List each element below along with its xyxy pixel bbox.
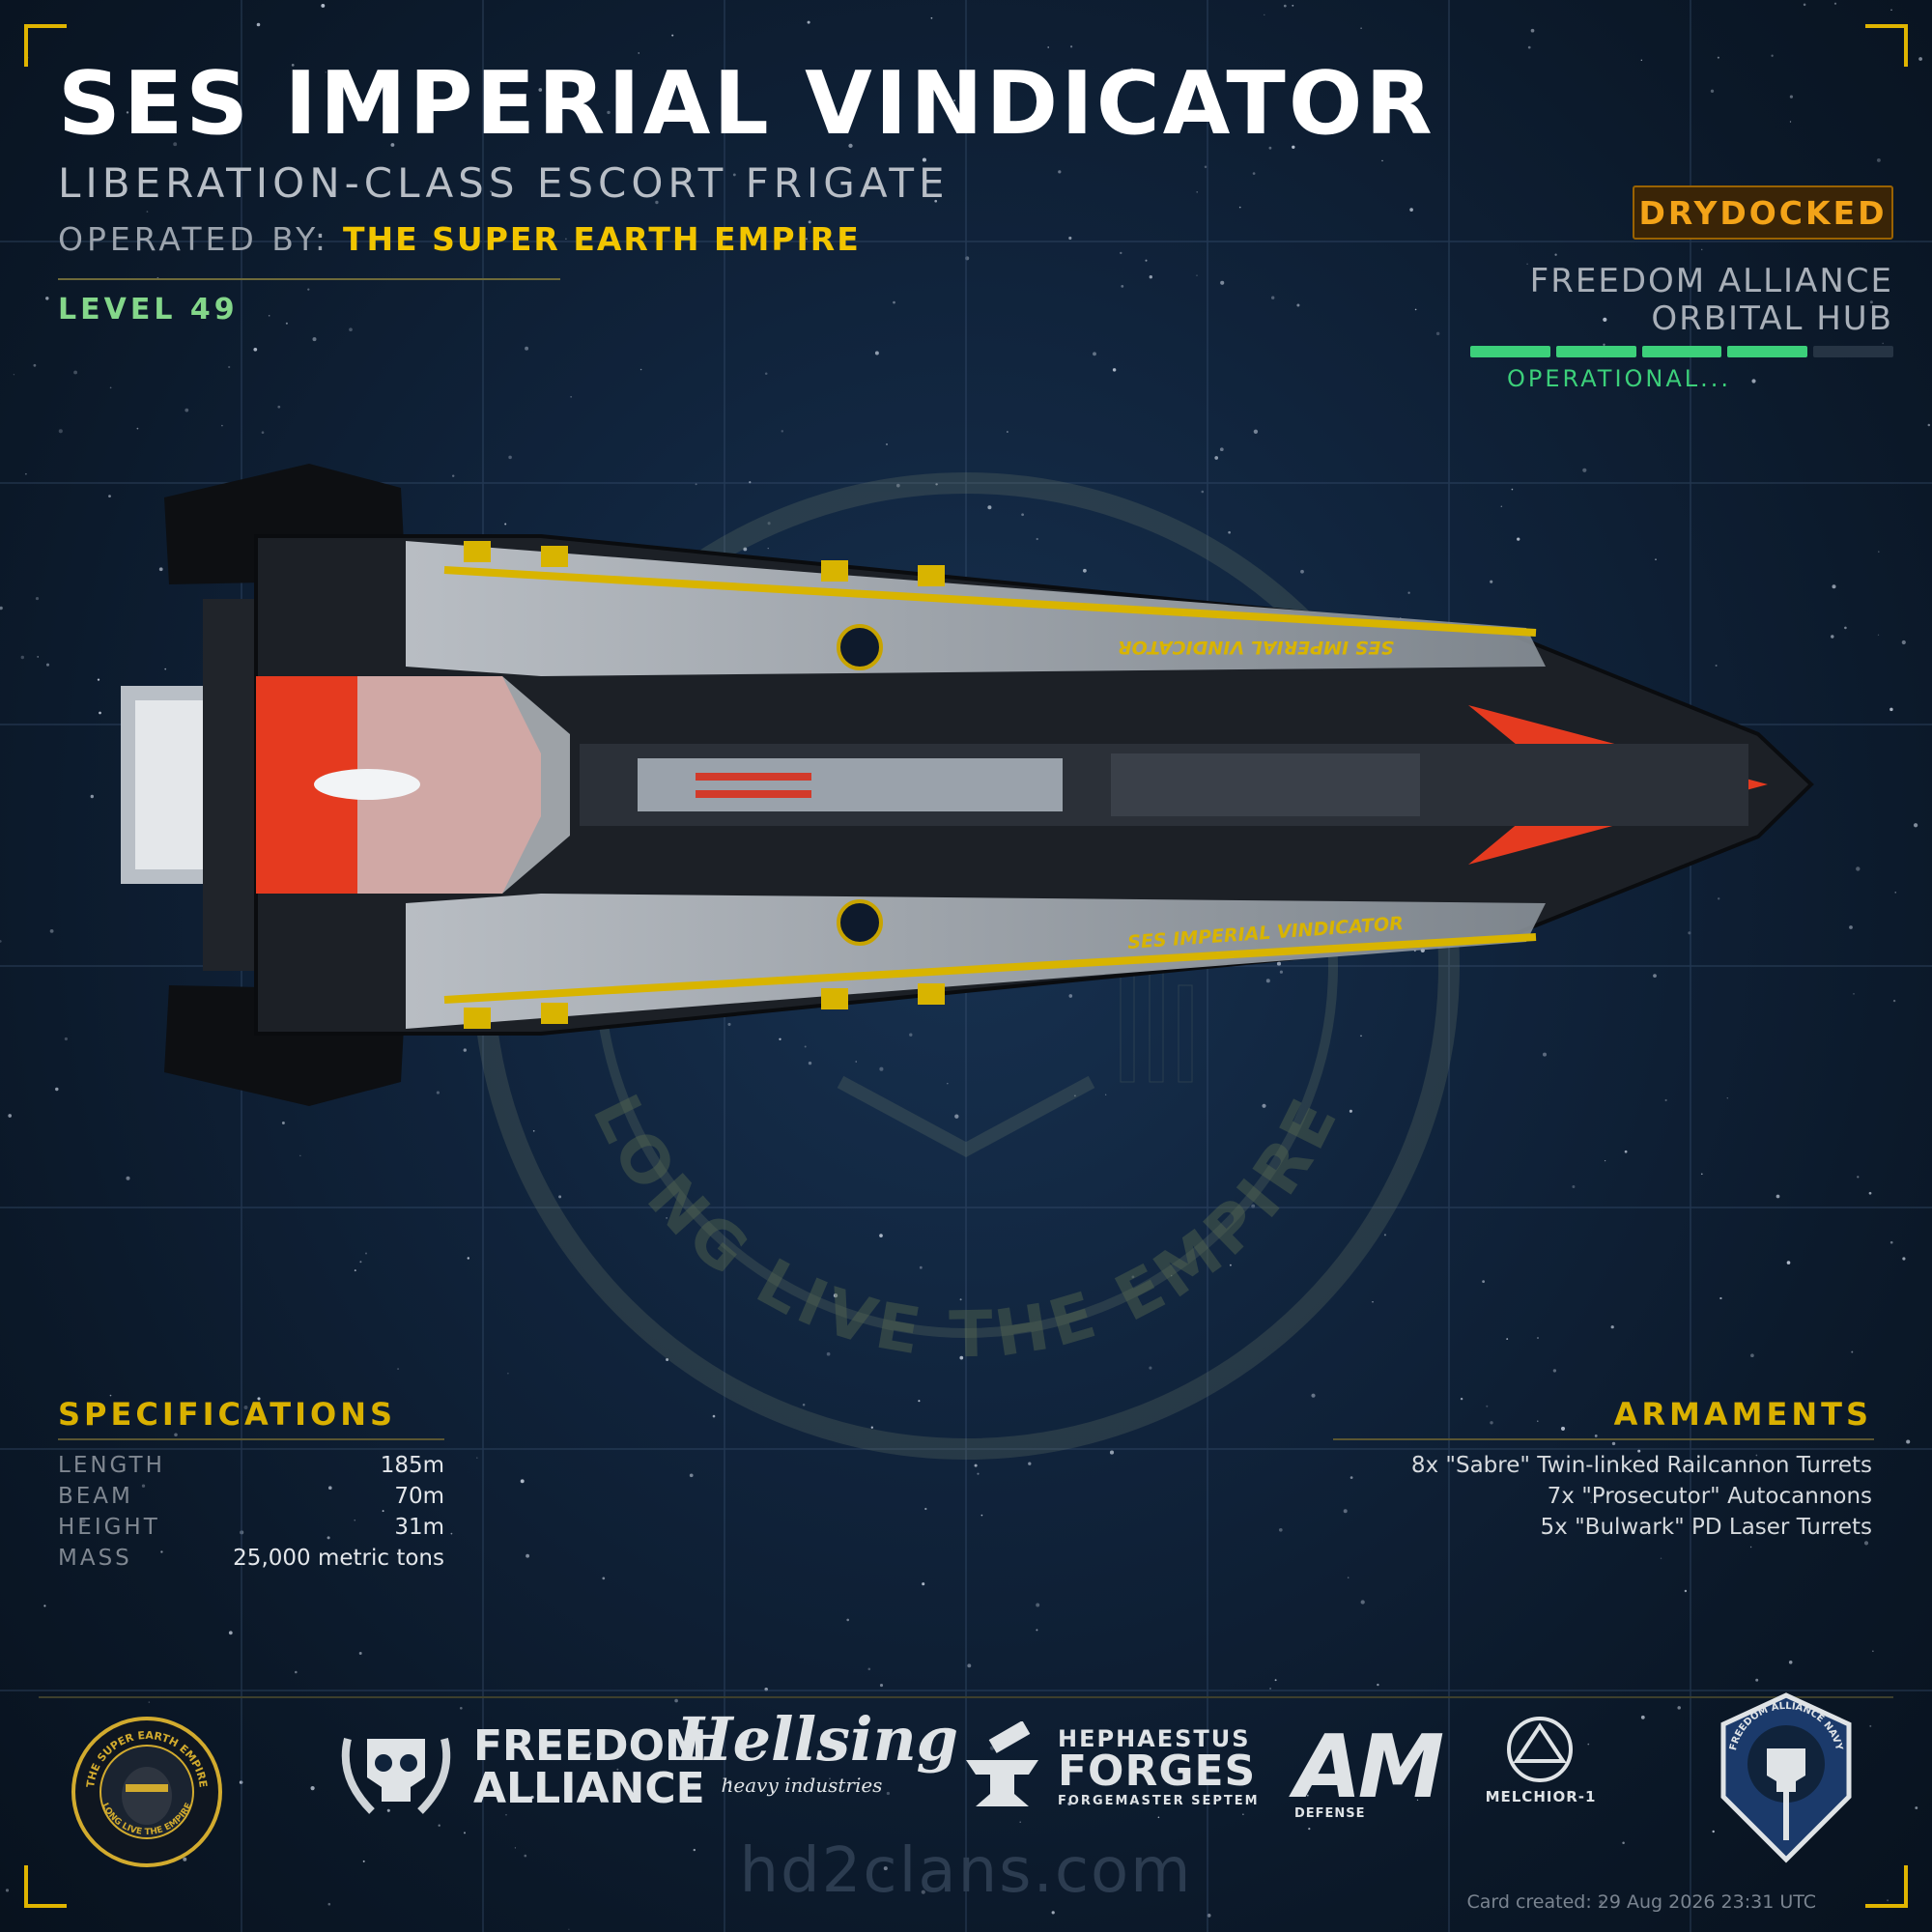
- card-created-timestamp: Card created: 29 Aug 2026 23:31 UTC: [1466, 1891, 1816, 1913]
- header-divider: [58, 278, 560, 280]
- spec-label: HEIGHT: [58, 1515, 160, 1540]
- am-defense-logo: AM DEFENSE: [1294, 1717, 1444, 1821]
- armament-item: 8x "Sabre" Twin-linked Railcannon Turret…: [1410, 1453, 1872, 1478]
- footer-divider: [39, 1696, 1893, 1698]
- armament-item: 7x "Prosecutor" Autocannons: [1547, 1484, 1872, 1509]
- spec-label: LENGTH: [58, 1453, 165, 1478]
- status-badge: DRYDOCKED: [1633, 185, 1893, 240]
- melchior-label: MELCHIOR-1: [1485, 1788, 1597, 1805]
- progress-segment: [1555, 346, 1636, 357]
- spec-row-length: LENGTH 185m: [58, 1453, 444, 1484]
- hephaestus-line-2: FORGES: [1058, 1747, 1257, 1796]
- progress-label: OPERATIONAL...: [1507, 365, 1732, 392]
- spec-value: 31m: [394, 1515, 444, 1540]
- freedom-alliance-line-1: FREEDOM: [473, 1721, 707, 1771]
- operated-by-label: OPERATED BY:: [58, 220, 329, 258]
- freedom-alliance-line-2: ALLIANCE: [473, 1764, 705, 1813]
- location-line-1: FREEDOM ALLIANCE: [1529, 262, 1893, 300]
- hellsing-subtitle: heavy industries: [721, 1774, 883, 1797]
- ship-level: LEVEL 49: [58, 293, 239, 327]
- hephaestus-line-3: FORGEMASTER SEPTEM: [1058, 1794, 1260, 1808]
- ship-name-title: SES IMPERIAL VINDICATOR: [58, 53, 1435, 155]
- spec-value: 70m: [394, 1484, 444, 1509]
- specifications-divider: [58, 1438, 444, 1440]
- skull-wreath-icon: [341, 1738, 451, 1814]
- spec-row-height: HEIGHT 31m: [58, 1515, 444, 1546]
- corner-bracket-bottom-right: [1865, 1865, 1908, 1908]
- hephaestus-forges-logo: HEPHAESTUS FORGES FORGEMASTER SEPTEM: [1058, 1727, 1260, 1807]
- anvil-hammer-icon: [966, 1721, 1038, 1806]
- armament-item: 5x "Bulwark" PD Laser Turrets: [1540, 1515, 1872, 1540]
- progress-segment: [1813, 346, 1893, 357]
- progress-segment: [1641, 346, 1722, 357]
- spec-row-mass: MASS 25,000 metric tons: [58, 1546, 444, 1577]
- hephaestus-line-1: HEPHAESTUS: [1058, 1725, 1251, 1752]
- progress-segment: [1470, 346, 1550, 357]
- armaments-divider: [1333, 1438, 1874, 1440]
- operated-by-line: OPERATED BY: THE SUPER EARTH EMPIRE: [58, 220, 861, 258]
- armaments-heading: ARMAMENTS: [1613, 1396, 1872, 1433]
- spec-value: 185m: [380, 1453, 444, 1478]
- spec-label: MASS: [58, 1546, 132, 1571]
- progress-segment: [1727, 346, 1808, 357]
- spec-label: BEAM: [58, 1484, 133, 1509]
- spec-value: 25,000 metric tons: [233, 1546, 444, 1571]
- melchior-emblem-icon: [1507, 1717, 1573, 1782]
- freedom-alliance-logo: FREEDOM ALLIANCE: [473, 1725, 707, 1810]
- operator-name: THE SUPER EARTH EMPIRE: [342, 220, 861, 258]
- location-text: FREEDOM ALLIANCE ORBITAL HUB: [1530, 263, 1893, 338]
- am-subtitle: DEFENSE: [1294, 1806, 1366, 1821]
- am-wordmark: AM: [1294, 1717, 1444, 1818]
- location-line-2: ORBITAL HUB: [1651, 299, 1893, 338]
- ship-class-subtitle: LIBERATION-CLASS ESCORT FRIGATE: [58, 159, 950, 207]
- site-watermark: hd2clans.com: [739, 1835, 1193, 1907]
- hellsing-wordmark: Hellsing: [676, 1704, 959, 1775]
- corner-bracket-bottom-left: [24, 1865, 67, 1908]
- spec-row-beam: BEAM 70m: [58, 1484, 444, 1515]
- corner-bracket-top-right: [1865, 24, 1908, 67]
- super-earth-seal-logo: THE SUPER EARTH EMPIRE LONG LIVE THE EMP…: [71, 1717, 222, 1867]
- corner-bracket-top-left: [24, 24, 67, 67]
- alliance-navy-badge: FREEDOM ALLIANCE NAVY: [1720, 1692, 1852, 1863]
- specifications-heading: SPECIFICATIONS: [58, 1396, 397, 1433]
- hull-name-top: SES IMPERIAL VINDICATOR: [1118, 637, 1394, 658]
- hellsing-logo: Hellsing heavy industries: [676, 1704, 959, 1798]
- operational-progress-bar: [1470, 346, 1893, 357]
